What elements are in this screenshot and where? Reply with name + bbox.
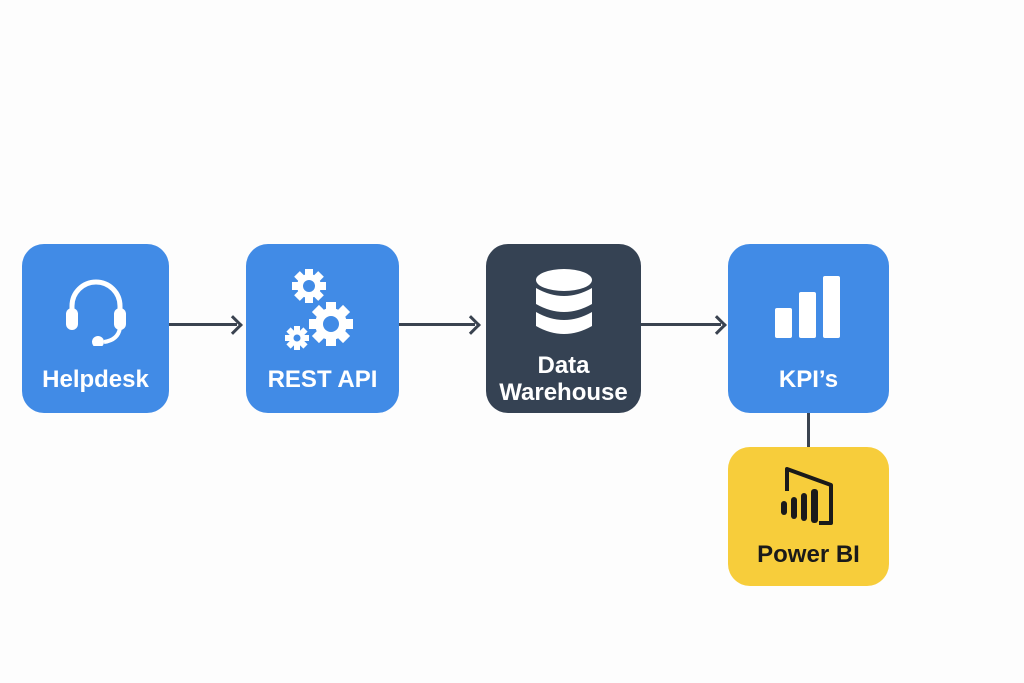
headset-icon — [65, 279, 126, 346]
node-label: Helpdesk — [42, 366, 149, 393]
node-kpis: KPI’s — [728, 244, 889, 413]
arrowhead-icon — [461, 315, 481, 335]
node-helpdesk: Helpdesk — [22, 244, 169, 413]
node-label-line1: Data — [537, 352, 590, 379]
node-power-bi: Power BI — [728, 447, 889, 586]
gears-icon — [284, 269, 353, 350]
node-label: KPI’s — [778, 366, 839, 393]
node-label-line2: Warehouse — [499, 379, 628, 406]
edge-helpdesk-rest-api — [169, 323, 237, 326]
node-data-warehouse: Data Warehouse — [486, 244, 641, 413]
power-bi-icon — [780, 467, 833, 525]
edge-rest-api-data-warehouse — [399, 323, 475, 326]
edge-data-warehouse-kpis — [641, 323, 721, 326]
bar-chart-icon — [774, 276, 840, 338]
edge-kpis-power-bi — [807, 413, 810, 447]
database-icon — [535, 269, 592, 334]
arrowhead-icon — [223, 315, 243, 335]
node-label: Power BI — [757, 541, 860, 568]
node-label: REST API — [267, 366, 378, 393]
node-rest-api: REST API — [246, 244, 399, 413]
arrowhead-icon — [707, 315, 727, 335]
